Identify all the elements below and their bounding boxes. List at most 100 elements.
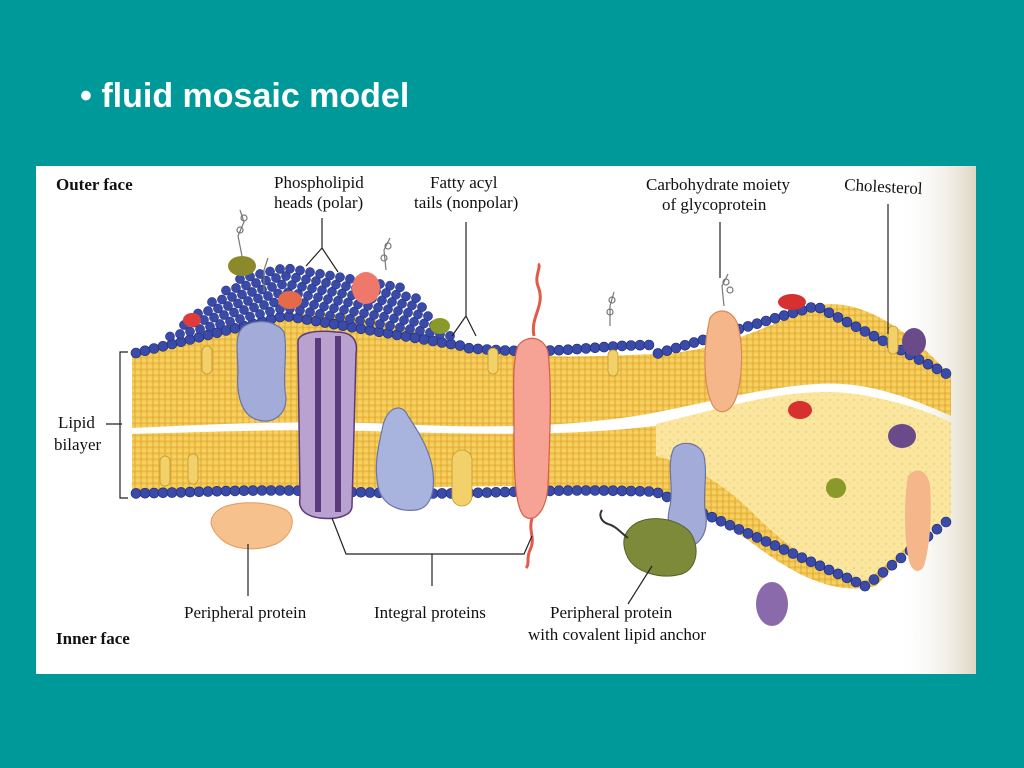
polar-head: [379, 311, 389, 322]
polar-head: [148, 487, 160, 499]
polar-head: [886, 559, 898, 571]
polar-head: [850, 321, 862, 333]
polar-head: [931, 363, 943, 375]
red-blob-4: [788, 401, 812, 419]
polar-head: [157, 487, 169, 499]
polar-head: [472, 487, 484, 499]
polar-head: [634, 485, 646, 497]
polar-head: [832, 312, 844, 323]
polar-head: [751, 532, 763, 543]
polar-head: [409, 316, 419, 327]
polar-head: [868, 330, 880, 342]
label-phospholipid-2: heads (polar): [274, 193, 363, 212]
polar-head: [231, 283, 241, 293]
polar-head: [148, 343, 160, 354]
polar-head: [256, 485, 268, 496]
polar-head: [454, 340, 466, 351]
polar-head: [247, 287, 257, 297]
polar-head: [850, 576, 862, 588]
polar-head: [931, 523, 943, 535]
polar-head: [562, 344, 574, 355]
polar-head: [335, 272, 345, 283]
label-fatty-2: tails (nonpolar): [414, 193, 518, 212]
polar-head: [778, 544, 790, 555]
polar-head: [571, 485, 583, 496]
integral-protein-middle: [375, 407, 435, 511]
polar-head: [877, 335, 889, 347]
polar-head: [652, 348, 664, 359]
label-integral-proteins: Integral proteins: [374, 603, 486, 622]
polar-head: [245, 311, 255, 322]
polar-head: [868, 574, 880, 585]
polar-head: [359, 308, 369, 319]
carbohydrate-chain-icon: [236, 209, 734, 326]
polar-head: [652, 487, 664, 499]
polar-head: [742, 528, 754, 539]
label-inner-face: Inner face: [56, 629, 130, 648]
polar-head: [255, 269, 265, 279]
polar-head: [859, 326, 871, 337]
polar-head: [265, 485, 277, 496]
polar-head: [814, 560, 826, 572]
polar-head: [940, 516, 952, 528]
edge-protein: [905, 470, 931, 571]
polar-head: [202, 486, 214, 497]
polar-head: [419, 318, 429, 329]
polar-head: [239, 305, 249, 315]
green-blob-3: [826, 478, 846, 498]
polar-head: [571, 343, 583, 355]
polar-head: [481, 487, 493, 498]
polar-head: [688, 337, 700, 348]
polar-head: [643, 339, 655, 351]
polar-head: [670, 342, 682, 354]
polar-head: [922, 358, 934, 370]
polar-head: [346, 321, 358, 333]
polar-head: [202, 329, 214, 341]
polar-head: [625, 340, 637, 351]
polar-head: [221, 285, 231, 296]
polar-head: [193, 486, 205, 498]
polar-head: [877, 567, 889, 578]
polar-head: [616, 340, 628, 352]
polar-head: [237, 289, 247, 300]
polar-head: [309, 299, 319, 310]
polar-head: [184, 486, 196, 498]
polar-head: [229, 485, 241, 497]
polar-head: [616, 485, 628, 497]
polar-head: [823, 564, 835, 576]
polar-head: [598, 341, 610, 353]
polar-head: [760, 315, 772, 327]
lipid-anchor-icon: [599, 509, 629, 539]
polar-head: [742, 321, 754, 332]
polar-head: [283, 485, 295, 496]
polar-head: [139, 487, 151, 499]
polar-head: [805, 302, 817, 313]
polar-head: [417, 302, 427, 312]
polar-head: [265, 266, 275, 277]
polar-head: [235, 314, 245, 324]
polar-head: [760, 536, 772, 547]
green-blob-2: [430, 318, 450, 334]
polar-head: [205, 321, 215, 332]
polar-head: [841, 572, 853, 584]
polar-head: [249, 302, 259, 313]
polar-head: [733, 524, 745, 535]
polar-head: [207, 297, 217, 307]
polar-head: [251, 278, 261, 288]
polar-head: [295, 265, 305, 276]
polar-head: [267, 282, 277, 292]
polar-head: [139, 345, 151, 357]
polar-head: [401, 291, 411, 302]
polar-head: [241, 280, 251, 291]
polar-head: [263, 291, 273, 301]
integral-protein-right: [667, 442, 707, 548]
polar-head: [832, 568, 844, 580]
polar-head: [220, 485, 232, 497]
polar-head: [165, 331, 175, 342]
polar-head: [724, 519, 736, 531]
label-bilayer: bilayer: [54, 435, 102, 454]
glycoprotein: [704, 310, 743, 413]
polar-head: [472, 343, 484, 355]
polar-head: [319, 301, 329, 312]
polar-head: [562, 485, 574, 496]
